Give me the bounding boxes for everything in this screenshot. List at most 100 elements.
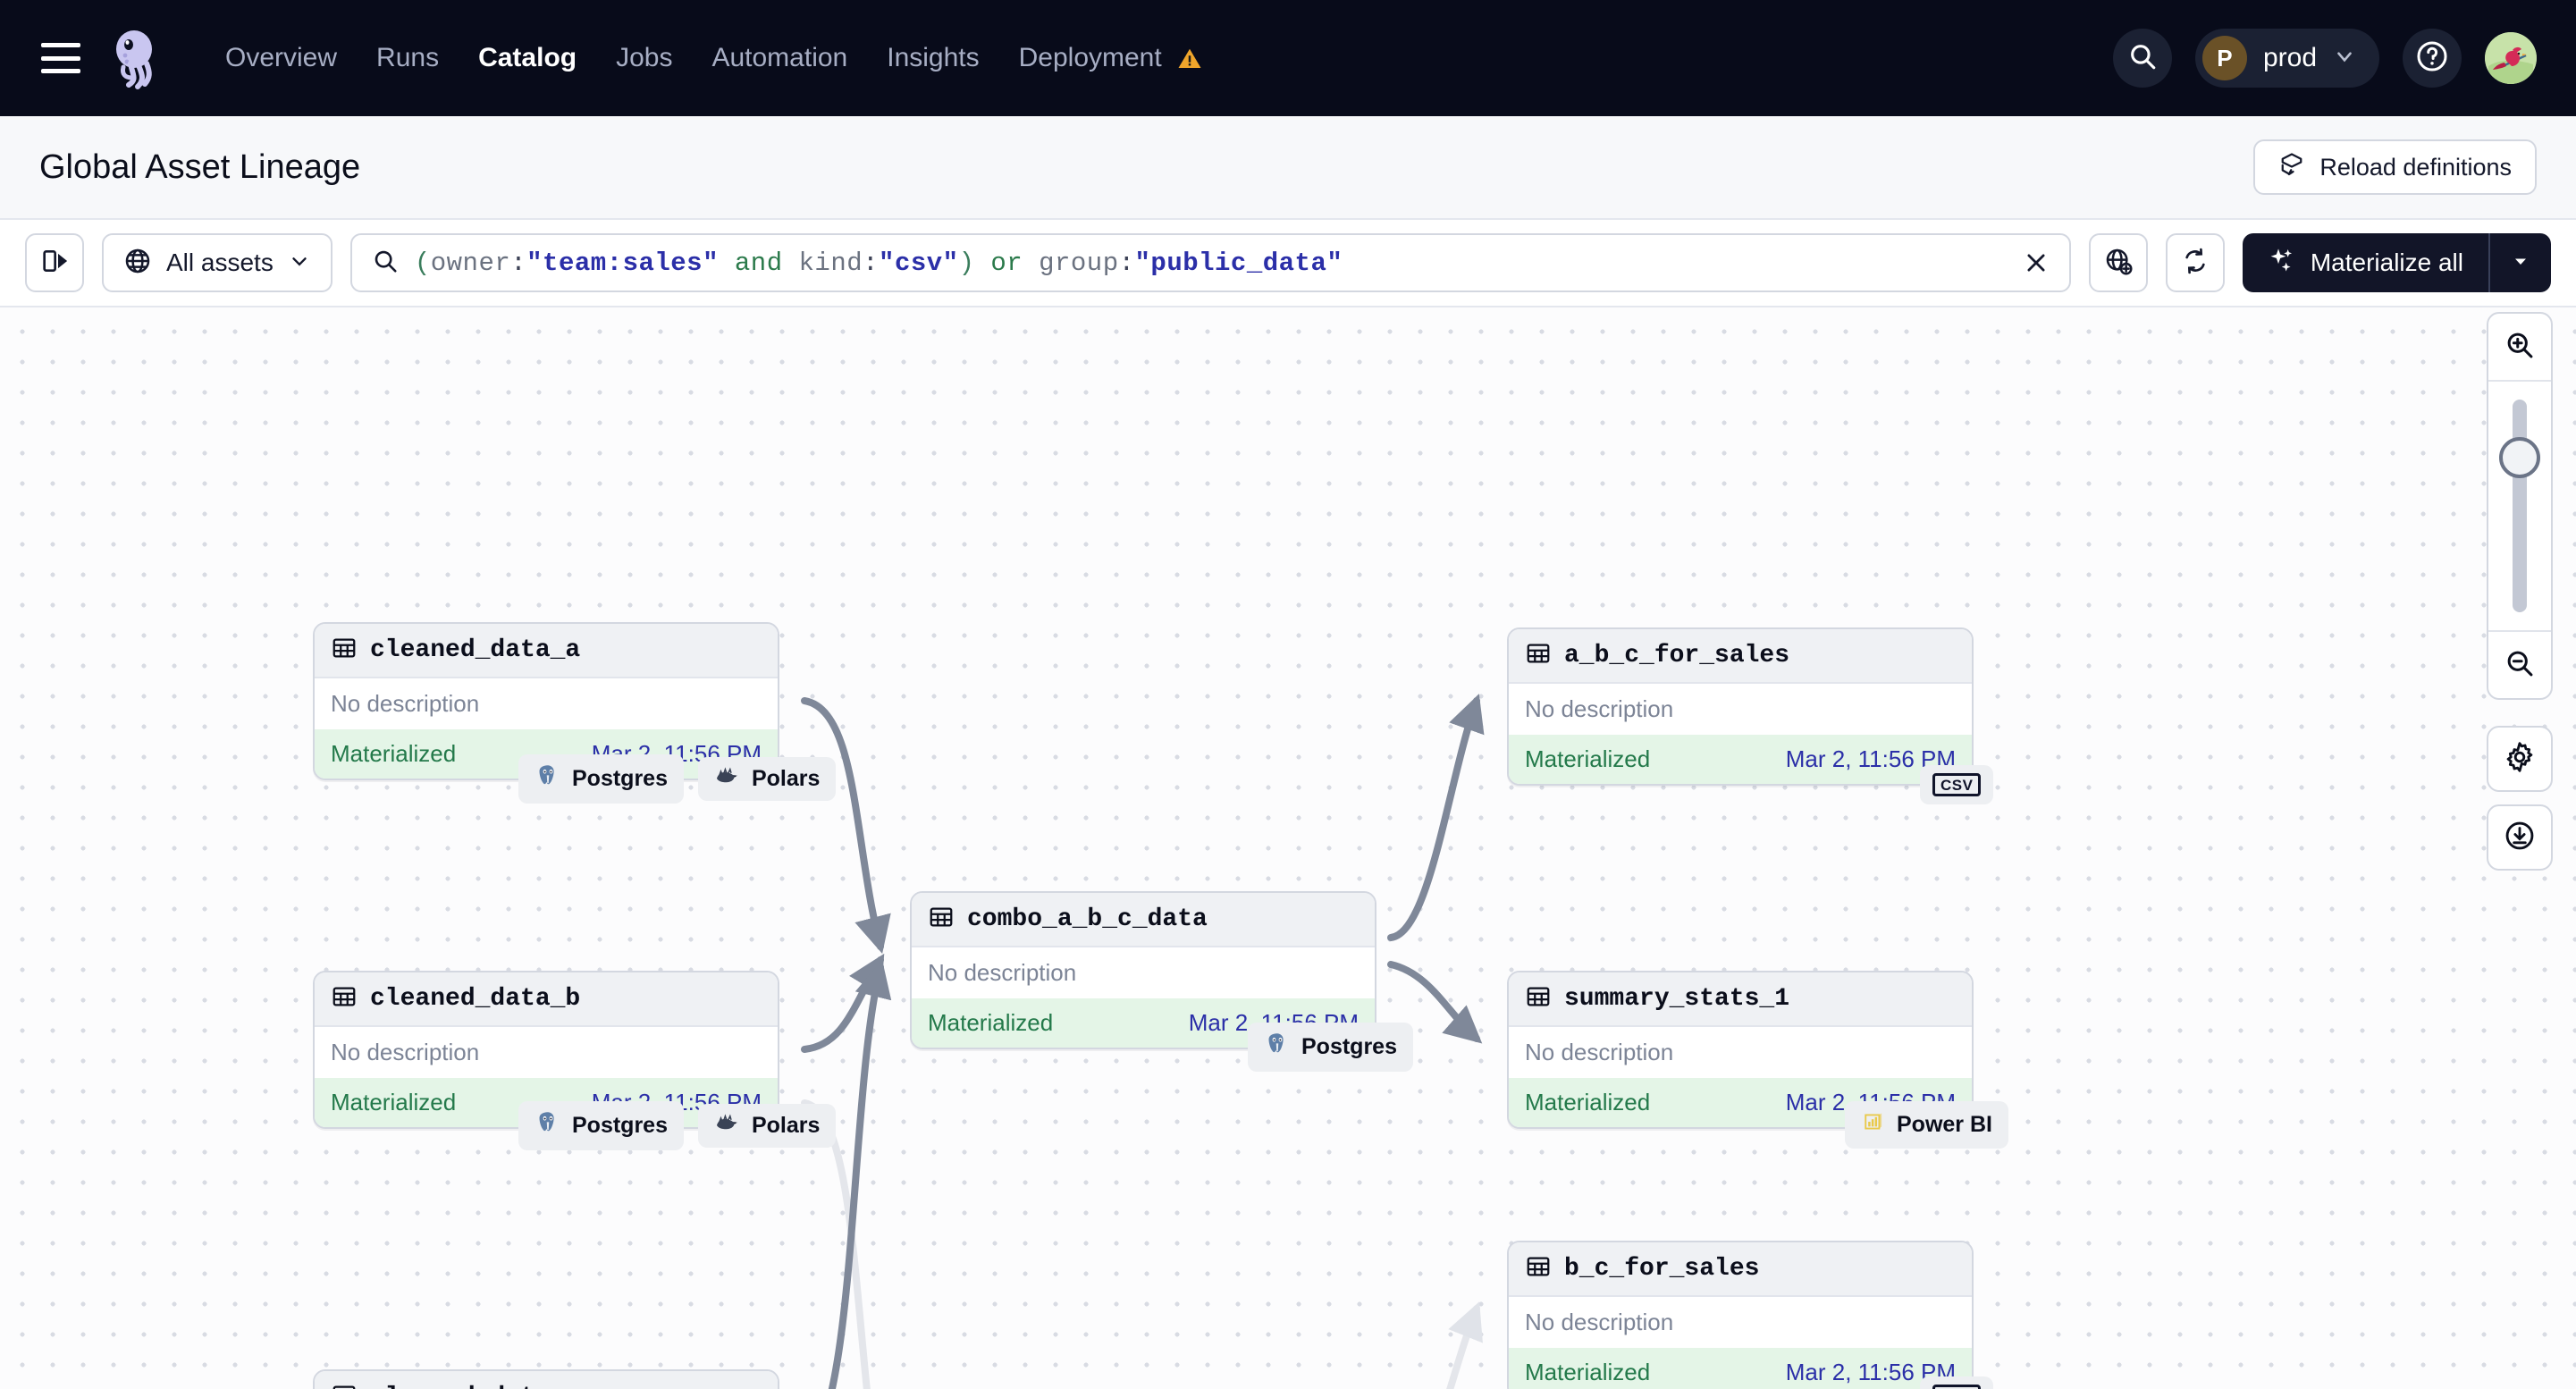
deployment-initial: P [2217,44,2233,72]
nav-item-insights[interactable]: Insights [867,34,998,82]
top-navigation-bar: Overview Runs Catalog Jobs Automation In… [0,0,2576,116]
asset-node-header[interactable]: combo_a_b_c_data [912,893,1375,947]
query-token: "public_data" [1134,248,1343,278]
asset-node-tags: CSV [1920,1376,1994,1389]
chevron-down-icon [2333,45,2356,72]
nav-item-catalog[interactable]: Catalog [459,34,596,82]
page-title: Global Asset Lineage [39,147,361,186]
zoom-out-icon [2504,647,2536,684]
nav-label: Jobs [616,43,673,72]
global-search-button[interactable] [2112,29,2172,88]
table-grid-icon [331,983,358,1014]
search-icon [372,248,399,279]
status-badge: Materialized [331,1089,457,1115]
deployment-name: prod [2262,43,2317,72]
zoom-slider[interactable] [2488,382,2551,630]
asset-scope-label: All assets [166,248,274,276]
polars-icon [714,1112,741,1140]
zoom-slider-track [2513,400,2527,612]
zoom-out-button[interactable] [2488,632,2551,698]
help-button[interactable] [2403,29,2462,88]
sparkle-icon [2268,246,2296,281]
materialize-all-button[interactable]: Materialize all [2242,233,2551,292]
lineage-edges [801,694,1485,1389]
asset-node-header[interactable]: a_b_c_for_sales [1509,629,1972,684]
search-input[interactable]: (owner:"team:sales" and kind:"csv") or g… [415,248,2007,278]
nav-item-jobs[interactable]: Jobs [596,34,692,82]
asset-node-header[interactable]: cleaned_data_a [315,624,778,678]
query-token: and [719,248,799,278]
asset-search-box[interactable]: (owner:"team:sales" and kind:"csv") or g… [349,233,2071,292]
materialize-all-label: Materialize all [2310,248,2463,276]
edge-combo-abc-to-a-b-c-for-sales [1387,694,1485,941]
zoom-divider [2488,380,2551,382]
reload-definitions-button[interactable]: Reload definitions [2253,139,2537,195]
nav-item-deployment[interactable]: Deployment [999,34,1223,82]
kind-tag-postgres[interactable]: Postgres [518,1101,684,1150]
query-token: ( [414,248,431,278]
asset-node-header[interactable]: b_c_for_sales [1509,1242,1972,1297]
kind-tag-postgres[interactable]: Postgres [1248,1023,1413,1072]
asset-node-description: No description [912,947,1375,998]
main-nav-items: Overview Runs Catalog Jobs Automation In… [206,34,1223,82]
topnav-right-controls: P prod [2112,0,2537,116]
dagster-logo-icon[interactable] [105,26,170,90]
help-circle-icon [2415,39,2449,78]
kind-tag-polars[interactable]: Polars [697,1104,837,1148]
user-avatar[interactable] [2485,32,2537,84]
chevron-down-icon [288,249,311,277]
materialize-options-button[interactable] [2490,233,2551,292]
kind-tag-polars[interactable]: Polars [697,757,837,801]
materialize-all-main[interactable]: Materialize all [2243,233,2490,292]
kind-tag-power-bi[interactable]: Power BI [1845,1101,2008,1149]
query-token: : [1118,248,1135,278]
kind-tag-csv[interactable]: CSV [1920,1376,1994,1389]
kind-tag-csv[interactable]: CSV [1920,765,1994,804]
zoom-in-button[interactable] [2488,314,2551,380]
edge-combo-abc-to-summary-1 [1387,961,1483,1044]
hamburger-menu-icon[interactable] [41,43,80,73]
zoom-slider-thumb[interactable] [2499,437,2540,478]
deployment-selector[interactable]: P prod [2194,29,2379,88]
asset-node-header[interactable]: cleaned_data_b [315,972,778,1027]
polars-icon [714,765,741,793]
asset-node-tags: Postgres [1248,1023,1413,1072]
table-grid-icon [331,1382,358,1389]
kind-tag-postgres[interactable]: Postgres [518,754,684,804]
download-graph-button[interactable] [2487,804,2553,871]
clear-search-button[interactable] [2023,249,2050,276]
postgres-icon [1264,1031,1291,1064]
zoom-in-icon [2504,329,2536,366]
warning-triangle-icon [1176,46,1203,72]
nav-item-overview[interactable]: Overview [206,34,357,82]
panel-expand-icon [40,247,69,280]
asset-node-description: No description [1509,1297,1972,1348]
kind-tag-label: Power BI [1897,1112,1992,1137]
asset-node-header[interactable]: summary_stats_1 [1509,972,1972,1027]
asset-node-tags: CSV [1920,765,1994,804]
sidebar-toggle-button[interactable] [25,233,84,292]
query-token: group [1039,248,1119,278]
asset-node-name: summary_stats_1 [1564,985,1790,1013]
csv-icon: CSV [1932,1385,1982,1389]
asset-node-header[interactable]: cleaned_data_c [315,1371,778,1389]
add-global-filter-button[interactable] [2088,233,2148,292]
asset-node-name: a_b_c_for_sales [1564,642,1790,669]
nav-item-automation[interactable]: Automation [692,34,867,82]
nav-label: Insights [887,43,980,72]
asset-scope-select[interactable]: All assets [102,233,333,292]
refresh-button[interactable] [2165,233,2225,292]
asset-node-cleaned_data_c[interactable]: cleaned_data_cNo descriptionMaterialized… [313,1369,779,1389]
asset-node-description: No description [315,1027,778,1078]
graph-settings-button[interactable] [2487,726,2553,792]
kind-tag-label: Postgres [572,1113,668,1138]
nav-item-runs[interactable]: Runs [357,34,459,82]
query-token: ) [958,248,975,278]
csv-icon: CSV [1932,773,1982,796]
